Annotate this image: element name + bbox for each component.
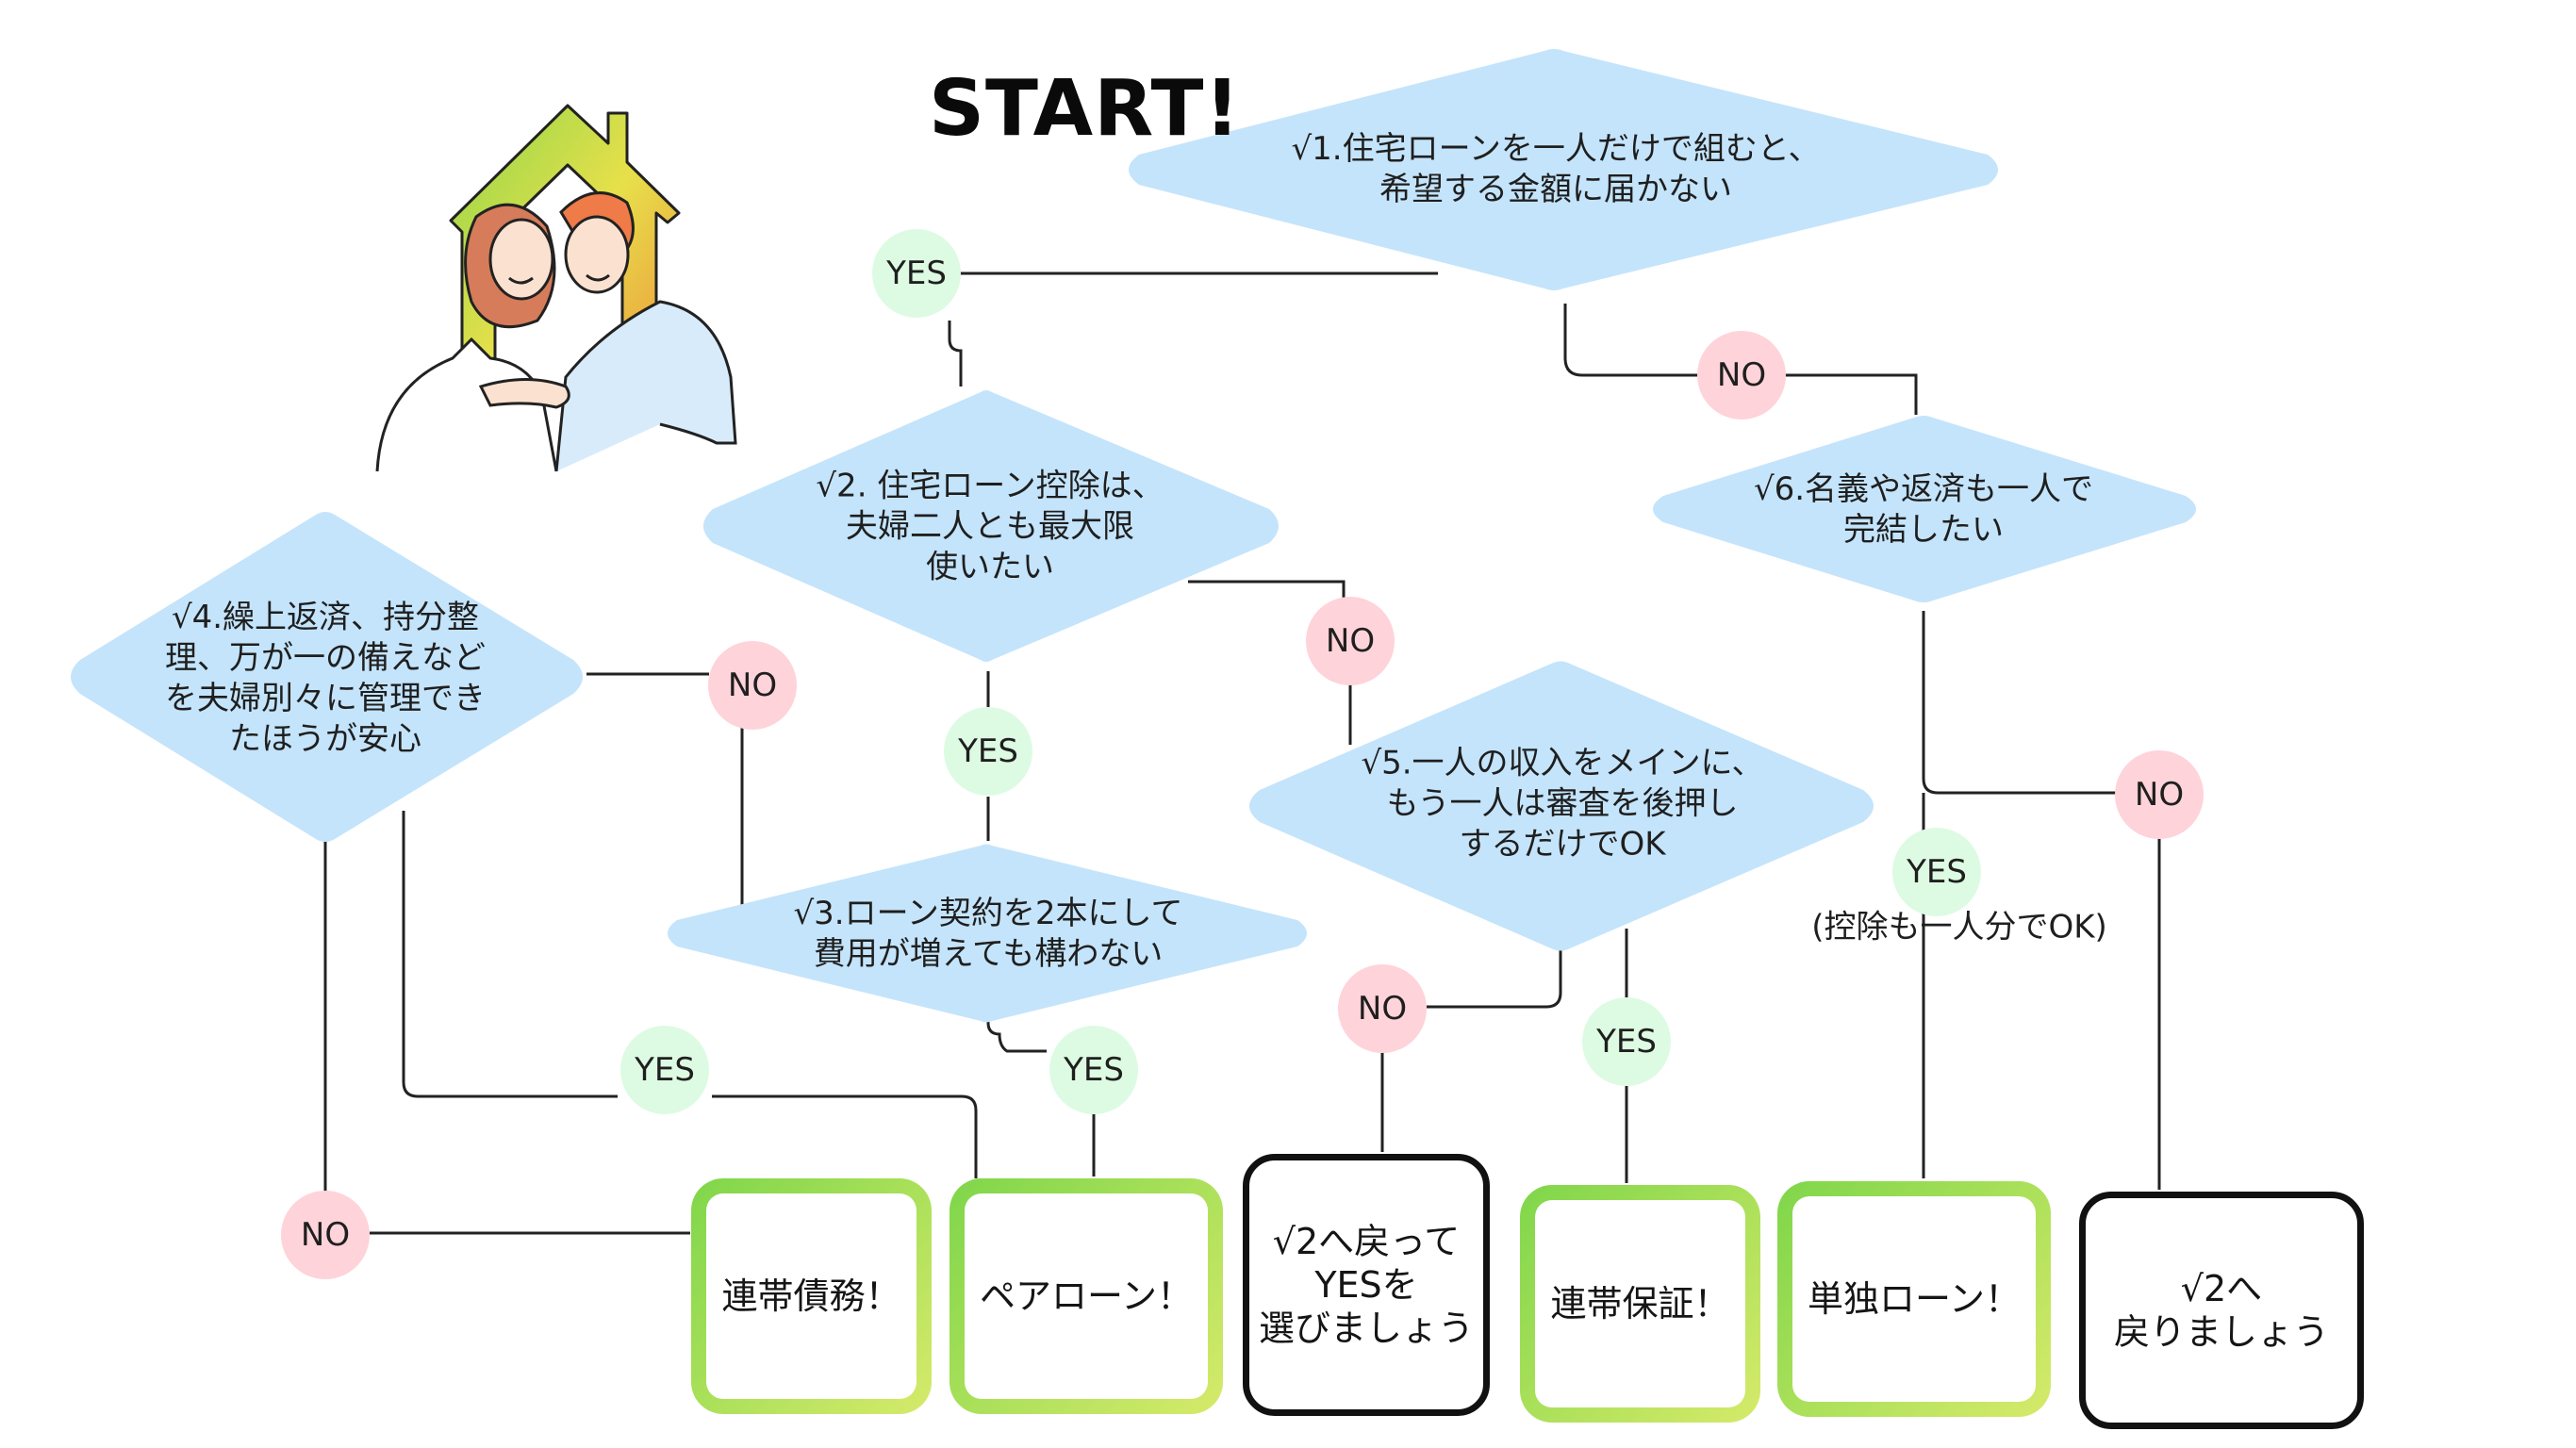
diamond-q2	[703, 390, 1279, 662]
no-badge: NO	[1697, 331, 1786, 420]
couple-house-illustration	[375, 104, 737, 472]
yes-badge: YES	[944, 707, 1032, 796]
no-badge: NO	[1338, 964, 1427, 1053]
diamond-q1	[1129, 49, 1998, 290]
question-5-label: √5.一人の収入をメインに、 もう一人は審査を後押し するだけでOK	[1361, 744, 1764, 864]
question-2-label: √2. 住宅ローン控除は、 夫婦二人とも最大限 使いたい	[816, 467, 1164, 586]
question-6-label: √6.名義や返済も一人で 完結したい	[1753, 470, 2094, 549]
diamond-q4	[71, 512, 583, 842]
no-badge: NO	[2115, 750, 2204, 839]
yes-badge: YES	[1582, 997, 1671, 1086]
question-3-label: √3.ローン契約を2本にして 費用が増えても構わない	[793, 895, 1183, 973]
yes-badge: YES	[872, 229, 961, 318]
no-badge: NO	[281, 1191, 370, 1279]
result-tandoku-loan: 単独ローン！	[1777, 1181, 2051, 1417]
yes-badge: YES	[1049, 1026, 1138, 1114]
yes-badge: YES	[620, 1026, 709, 1114]
question-1-label: √1.住宅ローンを一人だけで組むと、 希望する金額に届かない	[1291, 130, 1821, 208]
yes-badge: YES	[1892, 828, 1981, 916]
decision-diamonds	[71, 49, 2196, 1023]
start-title: START!	[929, 64, 1241, 154]
no-badge: NO	[1306, 597, 1395, 685]
diamond-q6	[1653, 416, 2196, 602]
no-badge: NO	[708, 641, 797, 730]
diamond-q5	[1249, 661, 1874, 951]
diamond-q3	[668, 844, 1307, 1023]
result-back-to-2: √2へ 戻りましょう	[2079, 1192, 2364, 1429]
result-rentai-saimu: 連帯債務！	[691, 1178, 932, 1414]
result-back-to-2-yes: √2へ戻って YESを 選びましょう	[1243, 1154, 1490, 1416]
deduction-note: (控除も一人分でOK)	[1811, 908, 2107, 946]
question-4-label: √4.繰上返済、持分整 理、万が一の備えなど を夫婦別々に管理でき たほうが安心	[165, 599, 486, 758]
result-rentai-hosho: 連帯保証！	[1520, 1185, 1760, 1423]
result-pair-loan: ペアローン！	[949, 1178, 1223, 1414]
